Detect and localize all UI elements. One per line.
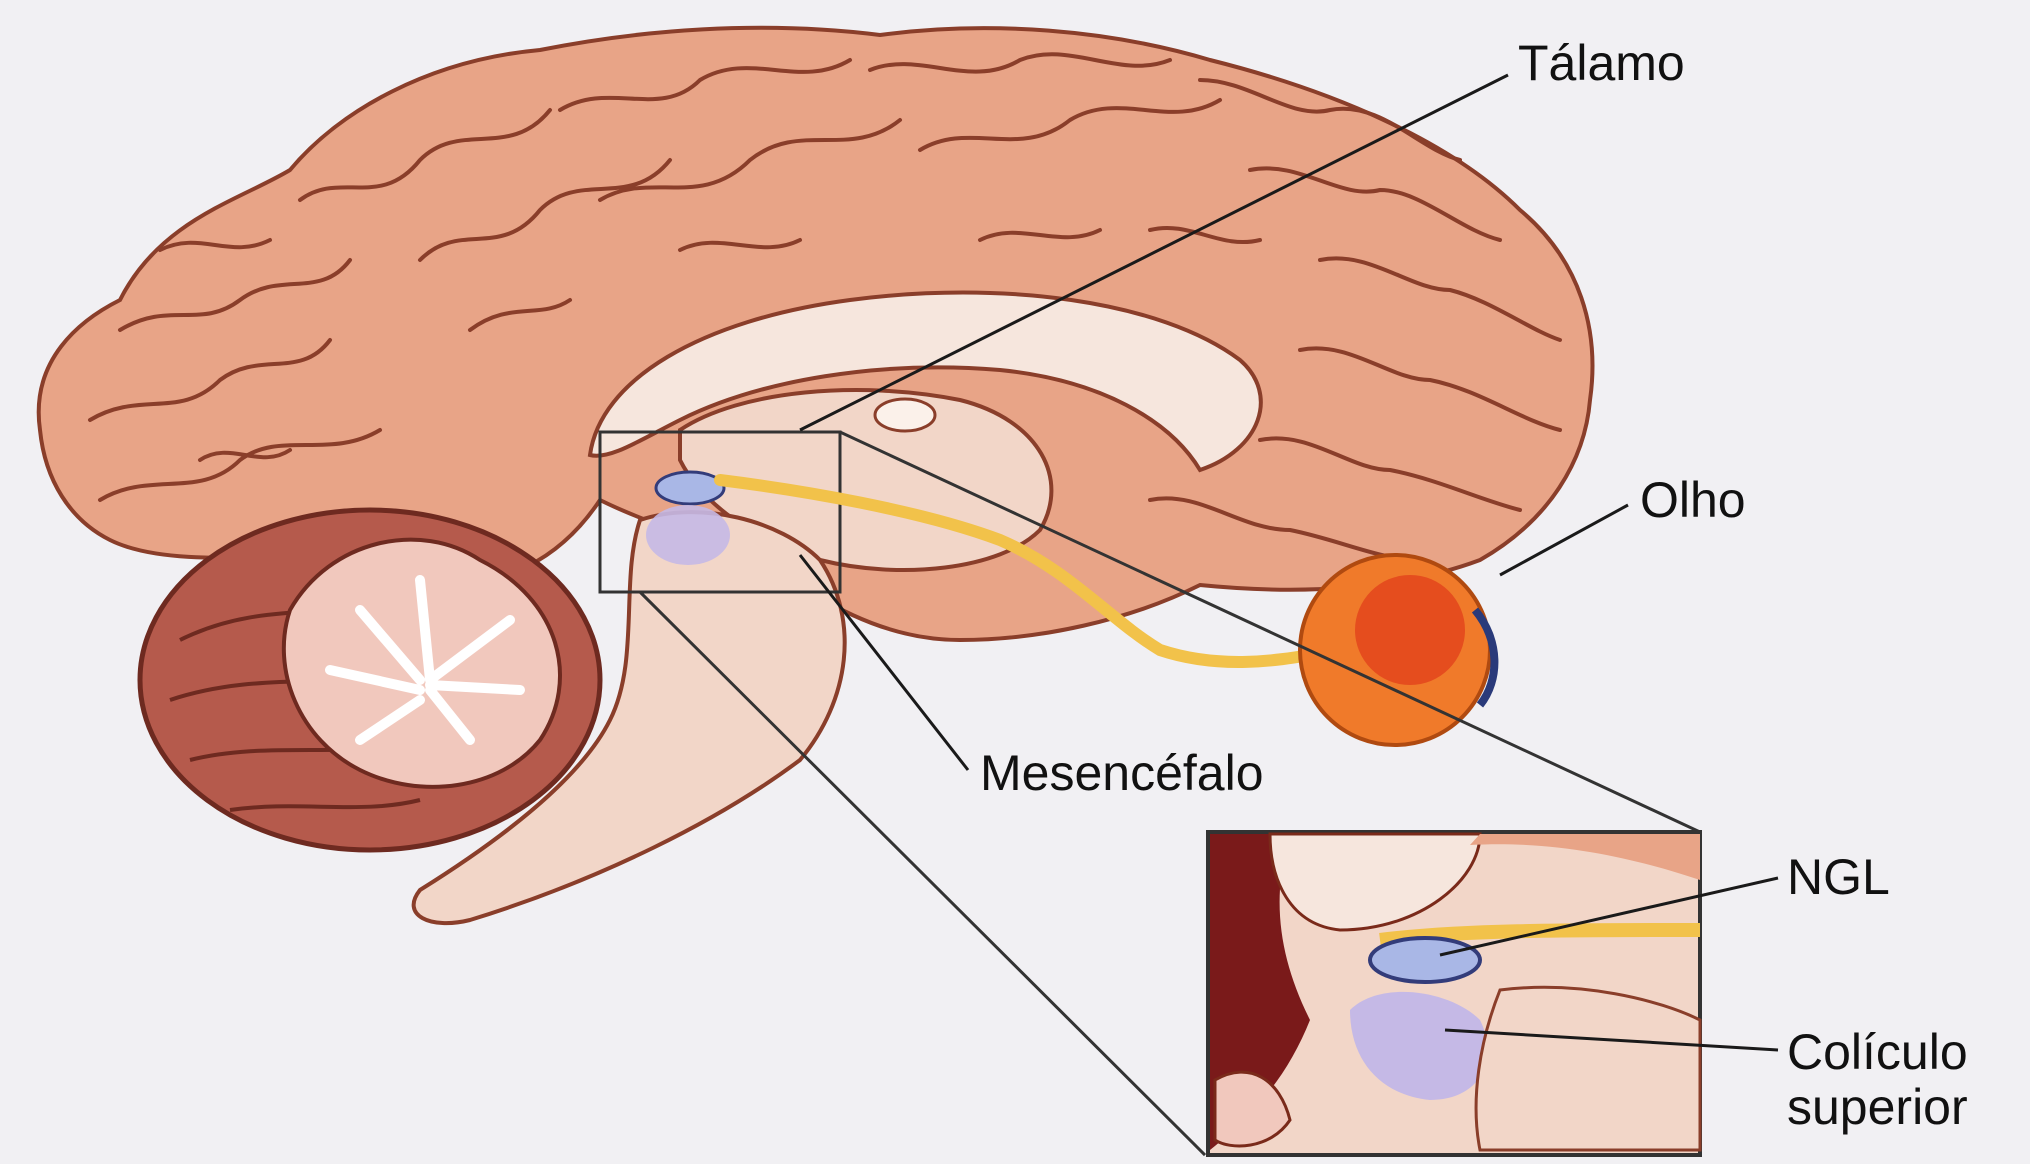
- inset-lgn: [1370, 938, 1480, 982]
- label-thalamus: Tálamo: [1518, 38, 1685, 88]
- label-superior-colliculus-line1: Colículo: [1787, 1025, 1968, 1080]
- label-superior-colliculus: Colículo superior: [1787, 1025, 1968, 1135]
- eye: [1300, 555, 1494, 745]
- label-lgn: NGL: [1787, 852, 1890, 902]
- label-eye: Olho: [1640, 475, 1746, 525]
- lgn-structure: [656, 472, 724, 504]
- superior-colliculus-structure: [646, 505, 730, 565]
- label-midbrain: Mesencéfalo: [980, 748, 1264, 798]
- fornix-highlight: [875, 399, 935, 431]
- label-superior-colliculus-line2: superior: [1787, 1080, 1968, 1135]
- inset-panel: [1208, 832, 1700, 1155]
- cerebellum: [140, 510, 600, 850]
